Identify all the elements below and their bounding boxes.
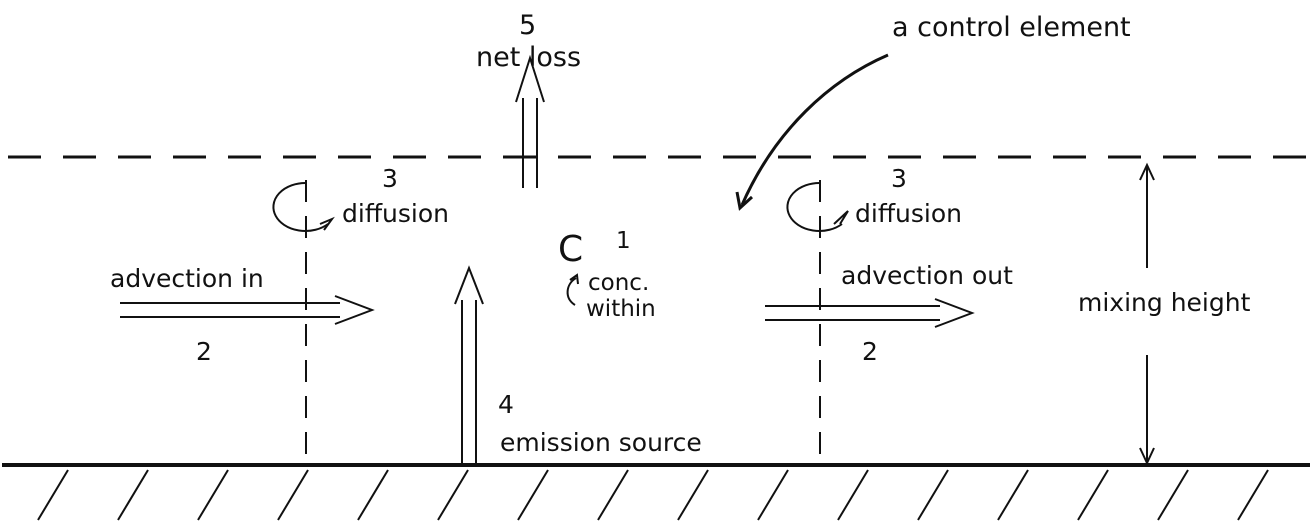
diffusion-right-eddy-icon [786, 181, 849, 232]
advection-in-number: 2 [196, 337, 212, 366]
diffusion-left-label: diffusion [342, 199, 449, 228]
advection-in-arrow [120, 295, 375, 325]
diffusion-right-label: diffusion [855, 199, 962, 228]
conc-number: 1 [616, 228, 631, 254]
control-element-pointer-arrow [735, 53, 889, 211]
conc-label-line1: conc. [588, 270, 650, 296]
net-loss-arrow [515, 54, 545, 188]
emission-source-arrow [454, 265, 484, 465]
control-element-label: a control element [892, 12, 1131, 43]
diffusion-left-eddy-icon [272, 181, 335, 232]
net-loss-number: 5 [519, 10, 537, 41]
mixing-height-arrow [1139, 162, 1155, 466]
conc-curl-icon [566, 273, 579, 306]
ground-hatching [37, 469, 1269, 521]
advection-out-label: advection out [841, 261, 1013, 290]
conc-symbol: C [558, 229, 584, 270]
conc-label-line2: within [586, 296, 656, 322]
diffusion-right-number: 3 [891, 164, 907, 193]
mixing-height-label: mixing height [1078, 288, 1251, 317]
emission-number: 4 [498, 390, 514, 419]
advection-in-label: advection in [110, 264, 264, 293]
advection-out-number: 2 [862, 337, 878, 366]
diffusion-left-number: 3 [382, 164, 398, 193]
advection-out-arrow [765, 298, 975, 328]
net-loss-label: net loss [476, 42, 582, 73]
emission-source-label: emission source [500, 428, 702, 457]
